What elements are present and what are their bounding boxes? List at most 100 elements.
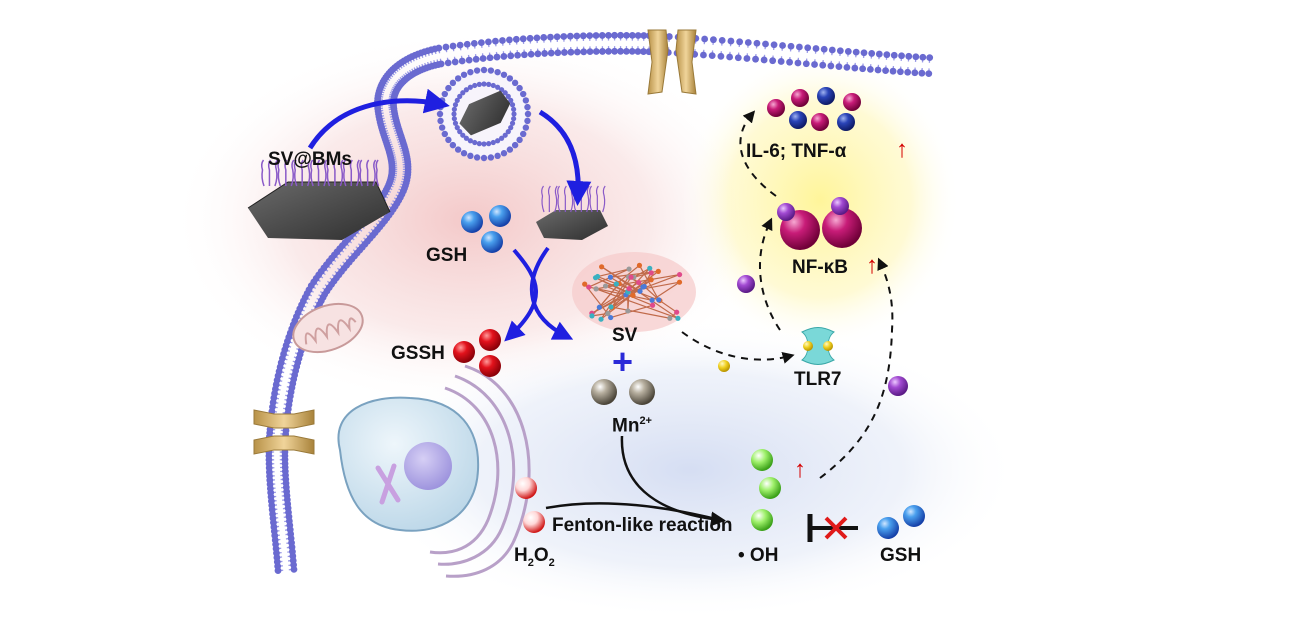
lipid-head xyxy=(460,71,468,78)
atom xyxy=(595,273,601,280)
lipid-head xyxy=(787,42,795,50)
lipid-head xyxy=(580,48,588,56)
lipid-head xyxy=(456,41,464,49)
lipid-head xyxy=(451,111,457,117)
lipid-head xyxy=(481,81,487,87)
lipid-head xyxy=(435,44,443,52)
lipid-head xyxy=(777,58,785,65)
mitochondrion-icon xyxy=(292,302,364,354)
atom xyxy=(586,284,592,290)
lipid-head xyxy=(547,49,555,57)
lipid-head xyxy=(463,135,469,141)
lipid-head xyxy=(506,146,514,153)
lipid-head xyxy=(890,51,898,59)
channel-icon xyxy=(647,29,697,95)
lipid-head xyxy=(779,42,786,49)
lipid-head xyxy=(561,49,568,56)
lipid-head xyxy=(467,68,474,76)
h2o2-to-oh-arrow xyxy=(545,502,721,522)
sheet-to-sv-arrow xyxy=(529,246,574,340)
lipid-head xyxy=(516,136,523,144)
h2o2-ball xyxy=(515,477,537,499)
h2o2-sub1: 2 xyxy=(527,556,534,569)
atom xyxy=(648,270,654,276)
bond xyxy=(605,285,653,306)
lipid-head xyxy=(868,50,876,57)
bond xyxy=(595,288,679,319)
lipid-head xyxy=(495,84,501,90)
lipid-head xyxy=(508,97,514,103)
oh-to-nfkb-arrow xyxy=(819,257,894,479)
lipid-head xyxy=(727,37,735,45)
polymer-chain xyxy=(310,159,314,187)
atom xyxy=(607,274,614,280)
nfkb-up-arrow: ↑ xyxy=(866,252,878,279)
polymer-chain xyxy=(290,159,295,187)
lipid-head xyxy=(898,52,905,60)
lipid-head xyxy=(744,39,752,46)
bond xyxy=(638,265,660,301)
polymer-chain xyxy=(359,159,363,187)
atom xyxy=(636,262,643,268)
lipid-head xyxy=(522,97,530,104)
lipid-head xyxy=(726,53,734,61)
lipid-head xyxy=(506,36,513,44)
oh-radical-ball xyxy=(751,509,773,531)
polymer-chain xyxy=(375,159,380,187)
atom xyxy=(589,313,595,319)
lipid-head xyxy=(897,68,904,76)
polymer-chain xyxy=(339,159,344,187)
polymer-chain xyxy=(284,159,288,186)
lipid-head xyxy=(500,53,508,60)
lipid-head xyxy=(445,136,452,144)
lipid-head xyxy=(460,150,468,157)
cytosol-glow-yellow xyxy=(680,50,960,350)
atom xyxy=(636,279,642,286)
lipid-head xyxy=(835,63,843,71)
cytokine-cluster xyxy=(767,87,861,131)
lipid-head xyxy=(493,53,501,61)
nanosheet-icon xyxy=(536,185,608,240)
lipid-head xyxy=(524,103,531,111)
polymer-chain xyxy=(333,159,337,187)
lipid-head xyxy=(472,139,478,146)
lipid-head xyxy=(506,75,514,82)
lipid-head xyxy=(472,82,478,89)
lipid-head xyxy=(586,32,594,40)
lipid-head xyxy=(519,35,527,43)
lipid-head xyxy=(527,50,535,58)
lipid-head xyxy=(521,51,528,59)
lipid-head xyxy=(460,132,466,138)
lipid-head xyxy=(665,33,673,40)
lipid-head xyxy=(454,146,462,153)
lipid-head xyxy=(882,67,889,75)
lipid-head xyxy=(481,141,487,147)
lipid-head xyxy=(710,36,717,44)
lipid-head xyxy=(533,34,541,42)
lipid-head xyxy=(463,87,469,93)
lipid-head xyxy=(444,59,452,67)
lipid-head xyxy=(592,48,600,55)
lipid-head xyxy=(467,152,474,160)
lipid-head xyxy=(449,79,457,87)
lipid-head xyxy=(454,75,462,82)
lipid-head xyxy=(717,52,725,60)
lipid-head xyxy=(437,60,445,68)
lipid-head xyxy=(812,45,820,52)
lipid-head xyxy=(605,31,612,39)
polymer-chain xyxy=(326,159,331,187)
lipid-head xyxy=(449,42,457,50)
atom xyxy=(649,297,655,303)
gsh-label-top: GSH xyxy=(426,245,468,266)
polymer-chain xyxy=(366,159,370,186)
lipid-head xyxy=(509,102,516,108)
lipid-head xyxy=(640,32,648,39)
lipid-head xyxy=(889,67,897,75)
lipid-head xyxy=(479,55,487,62)
lipid-head xyxy=(836,47,844,55)
lipid-head xyxy=(843,63,851,71)
nfkb-to-cytokine-arrow xyxy=(739,110,777,197)
oh-radical-ball xyxy=(751,449,773,471)
polymer-chain xyxy=(554,185,558,213)
lipid-head xyxy=(485,38,492,46)
